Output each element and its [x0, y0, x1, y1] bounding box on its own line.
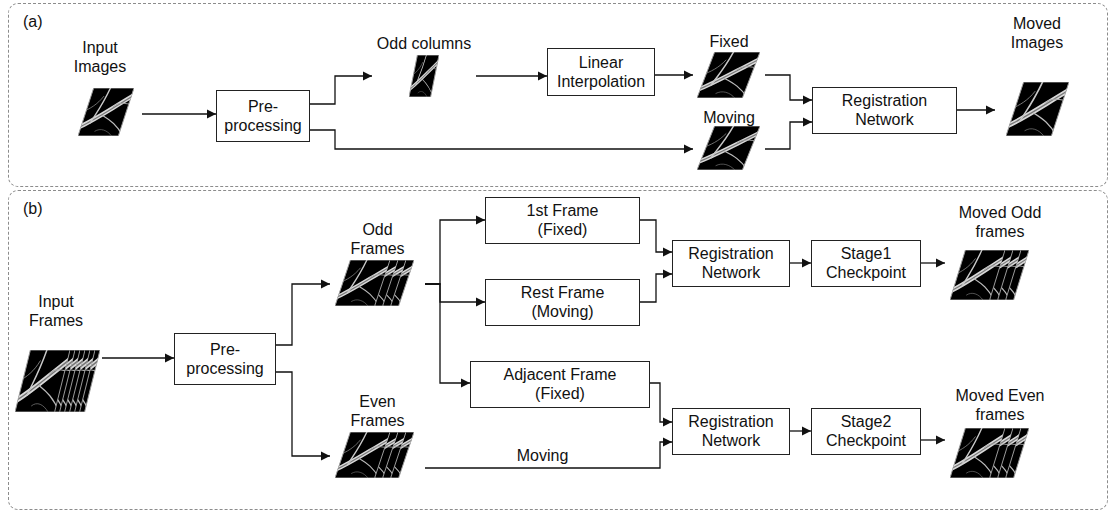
arrow-connector: [765, 75, 812, 100]
image-label: Even Frames: [347, 392, 409, 430]
process-box: Pre-processing: [174, 333, 276, 385]
arrow-connector: [921, 439, 945, 440]
arrow-connector: [921, 262, 945, 263]
image-group: Odd columns: [372, 34, 476, 100]
image-label: Odd columns: [372, 34, 476, 53]
panel-frame: (a) Input ImagesPre-processing Odd columns…: [8, 3, 1108, 187]
image-thumbnail: [697, 126, 760, 170]
process-box: Adjacent Frame (Fixed): [470, 361, 650, 408]
image-thumbnail: [15, 350, 70, 412]
panel-label: (b): [23, 199, 43, 218]
box-label: Stage2 Checkpoint: [818, 412, 914, 450]
arrow-connector: [425, 220, 485, 284]
arrow-connector: [310, 130, 693, 149]
arrow-connector: [640, 220, 672, 252]
image-thumbnail: [950, 428, 1005, 478]
arrow-connector: [276, 372, 330, 456]
box-label: Registration Network: [681, 244, 781, 282]
image-thumbnail: [1006, 82, 1069, 136]
image-label: Moved Even frames: [954, 386, 1046, 424]
image-label: Odd Frames: [347, 220, 409, 258]
image-thumbnail: [697, 52, 760, 98]
arrow-connector: [640, 274, 672, 302]
image-label: Moving: [693, 108, 765, 127]
process-box: Registration Network: [672, 240, 790, 287]
box-label: Stage1 Checkpoint: [818, 244, 914, 282]
image-group: Input Frames: [10, 292, 102, 416]
edge-label: Moving: [514, 446, 572, 465]
box-label: Rest Frame (Moving): [513, 283, 613, 321]
image-thumbnail: [950, 250, 1005, 300]
box-label: Pre-processing: [223, 97, 303, 135]
image-thumbnail: [409, 55, 439, 97]
arrow-connector: [957, 109, 995, 110]
process-box: Pre-processing: [216, 90, 310, 142]
process-box: Registration Network: [672, 408, 790, 455]
arrow-connector: [655, 74, 693, 75]
image-thumbnail: [335, 260, 390, 306]
image-thumbnail: [78, 88, 134, 136]
process-box: 1st Frame (Fixed): [485, 197, 640, 244]
process-box: Stage2 Checkpoint: [811, 408, 921, 455]
image-label: Moved Odd frames: [954, 203, 1046, 241]
arrow-connector: [142, 113, 216, 114]
box-label: Adjacent Frame (Fixed): [495, 365, 625, 403]
image-label: Moved Images: [1006, 14, 1068, 52]
box-label: Registration Network: [681, 412, 781, 450]
image-thumbnail: [335, 432, 390, 478]
arrow-connector: [276, 284, 330, 345]
arrow-connector: [425, 284, 485, 302]
arrow-connector: [425, 442, 672, 468]
box-label: 1st Frame (Fixed): [513, 201, 613, 239]
image-group: Moved Images: [995, 14, 1079, 138]
image-group: Input Images: [58, 38, 142, 138]
image-label: Input Images: [69, 38, 131, 76]
arrow-connector: [765, 122, 812, 149]
box-label: Registration Network: [830, 91, 940, 129]
arrow-connector: [425, 284, 470, 383]
arrow-connector: [310, 76, 372, 104]
image-group: Moved Even frames: [945, 386, 1055, 480]
box-label: Linear Interpolation: [554, 53, 648, 91]
arrow-connector: [790, 430, 811, 431]
process-box: Registration Network: [812, 87, 957, 134]
image-group: Fixed: [693, 32, 765, 100]
image-label: Fixed: [693, 32, 765, 51]
image-group: Even Frames: [330, 392, 425, 480]
arrow-connector: [790, 262, 811, 263]
process-box: Stage1 Checkpoint: [811, 240, 921, 287]
box-label: Pre-processing: [181, 340, 269, 378]
arrow-connector: [476, 75, 547, 76]
image-group: Odd Frames: [330, 220, 425, 308]
image-group: Moving: [693, 108, 765, 172]
process-box: Linear Interpolation: [547, 48, 655, 96]
arrow-connector: [102, 357, 174, 358]
arrow-connector: [650, 383, 672, 422]
image-group: Moved Odd frames: [945, 203, 1055, 307]
image-label: Input Frames: [25, 292, 87, 330]
process-box: Rest Frame (Moving): [485, 279, 640, 326]
panel-label: (a): [23, 12, 43, 31]
